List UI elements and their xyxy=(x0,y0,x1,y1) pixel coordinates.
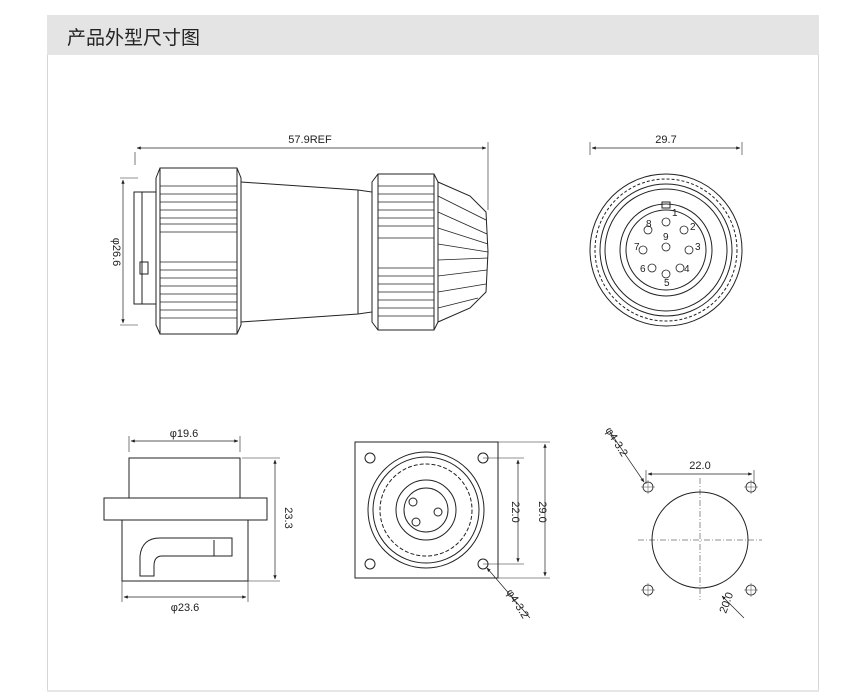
panel-front-view xyxy=(354,441,550,619)
front-view xyxy=(589,142,743,327)
dim-cutout-diameter: 20.0 xyxy=(718,591,737,615)
pin-label-5: 5 xyxy=(664,278,670,289)
pin-label-8: 8 xyxy=(646,219,652,230)
dim-plug-diameter: φ26.6 xyxy=(110,238,122,267)
dim-hole-spacing: 22.0 xyxy=(509,501,521,522)
dim-mount-holes-front: φ4-3.2 xyxy=(503,587,530,621)
drawing-frame xyxy=(47,15,819,692)
pin-labels: 1 2 3 4 5 6 7 8 9 xyxy=(634,208,701,289)
page-title: 产品外型尺寸图 xyxy=(67,27,201,49)
side-view xyxy=(120,142,489,335)
panel-side-view xyxy=(103,436,280,602)
bottom-divider xyxy=(47,690,819,692)
panel-cutout-view xyxy=(609,431,762,619)
pin-label-1: 1 xyxy=(672,208,678,219)
dim-diameter-19-6: φ19.6 xyxy=(170,428,199,440)
dim-cutout-spacing: 22.0 xyxy=(689,460,710,472)
dim-height-23-3: 23.3 xyxy=(282,507,294,528)
section-header: 产品外型尺寸图 xyxy=(47,15,819,55)
pin-label-3: 3 xyxy=(695,242,701,253)
dim-face-width: 29.7 xyxy=(655,134,676,146)
pin-label-7: 7 xyxy=(634,242,640,253)
dim-flange-size: 29.0 xyxy=(536,501,548,522)
pin-label-2: 2 xyxy=(690,222,696,233)
dim-mount-holes-cutout: φ4-3.2 xyxy=(602,425,629,459)
dim-diameter-23-6: φ23.6 xyxy=(171,602,200,614)
pin-label-6: 6 xyxy=(640,264,646,275)
pin-label-9: 9 xyxy=(663,232,669,243)
pin-label-4: 4 xyxy=(684,264,690,275)
dim-length: 57.9REF xyxy=(288,134,332,146)
